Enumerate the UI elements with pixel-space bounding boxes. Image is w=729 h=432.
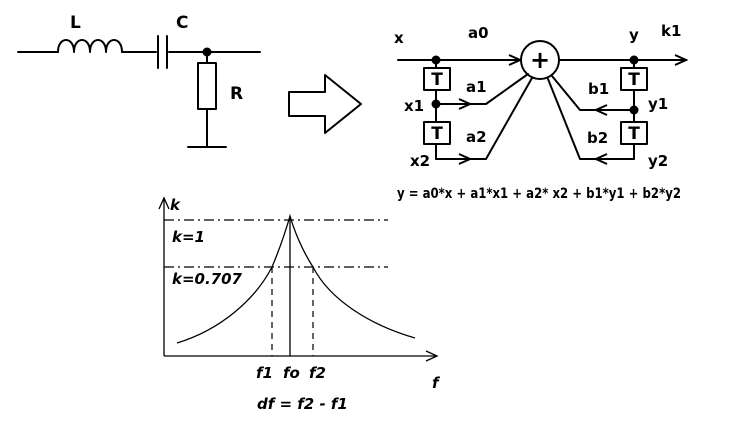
input-label: x <box>394 29 404 47</box>
a1-branch-line <box>469 73 529 105</box>
a0-label: a0 <box>468 24 489 42</box>
sum-symbol: + <box>530 46 550 74</box>
f0-label: fo <box>283 364 300 382</box>
resistor-label: R <box>230 84 243 104</box>
delay-symbol-y2: T <box>628 124 640 144</box>
rlc-circuit: L C R <box>17 13 261 148</box>
f2-label: f2 <box>309 364 326 382</box>
transform-arrow <box>288 74 362 134</box>
a1-label: a1 <box>466 78 487 96</box>
a2-label: a2 <box>466 128 487 146</box>
x2-label: x2 <box>410 152 430 170</box>
inductor-symbol <box>57 39 123 53</box>
bandwidth-formula: df = f2 - f1 <box>257 395 348 413</box>
frequency-response-graph: k k=1 k=0.707 f1 fo f2 f df = f2 - f1 <box>158 196 441 413</box>
iir-filter-diagram: + T T T T x a0 y k1 <box>394 22 686 202</box>
delay-symbol-y1: T <box>628 70 640 90</box>
gain-label: k1 <box>661 22 681 40</box>
delay-symbol-x1: T <box>431 70 443 90</box>
inductor-label: L <box>70 13 81 33</box>
k1-label: k=1 <box>172 228 205 246</box>
response-curve <box>176 213 416 344</box>
capacitor-label: C <box>176 13 188 33</box>
y1-label: y1 <box>648 95 668 113</box>
f1-label: f1 <box>256 364 273 382</box>
b1-branch-line <box>551 75 597 111</box>
b1-label: b1 <box>588 80 609 98</box>
delay-symbol-x2: T <box>431 124 443 144</box>
y-axis-label: k <box>170 196 181 214</box>
output-label: y <box>629 26 639 44</box>
x1-label: x1 <box>404 97 424 115</box>
resistor-symbol <box>197 62 217 110</box>
x-axis-label: f <box>432 374 441 392</box>
filter-equation: y = a0*x + a1*x1 + a2* x2 + b1*y1 + b2*y… <box>397 186 681 202</box>
k707-label: k=0.707 <box>172 270 243 288</box>
b2-label: b2 <box>587 129 608 147</box>
a2-branch-line <box>469 77 533 160</box>
b2-branch-line <box>547 78 597 160</box>
y2-label: y2 <box>648 152 668 170</box>
